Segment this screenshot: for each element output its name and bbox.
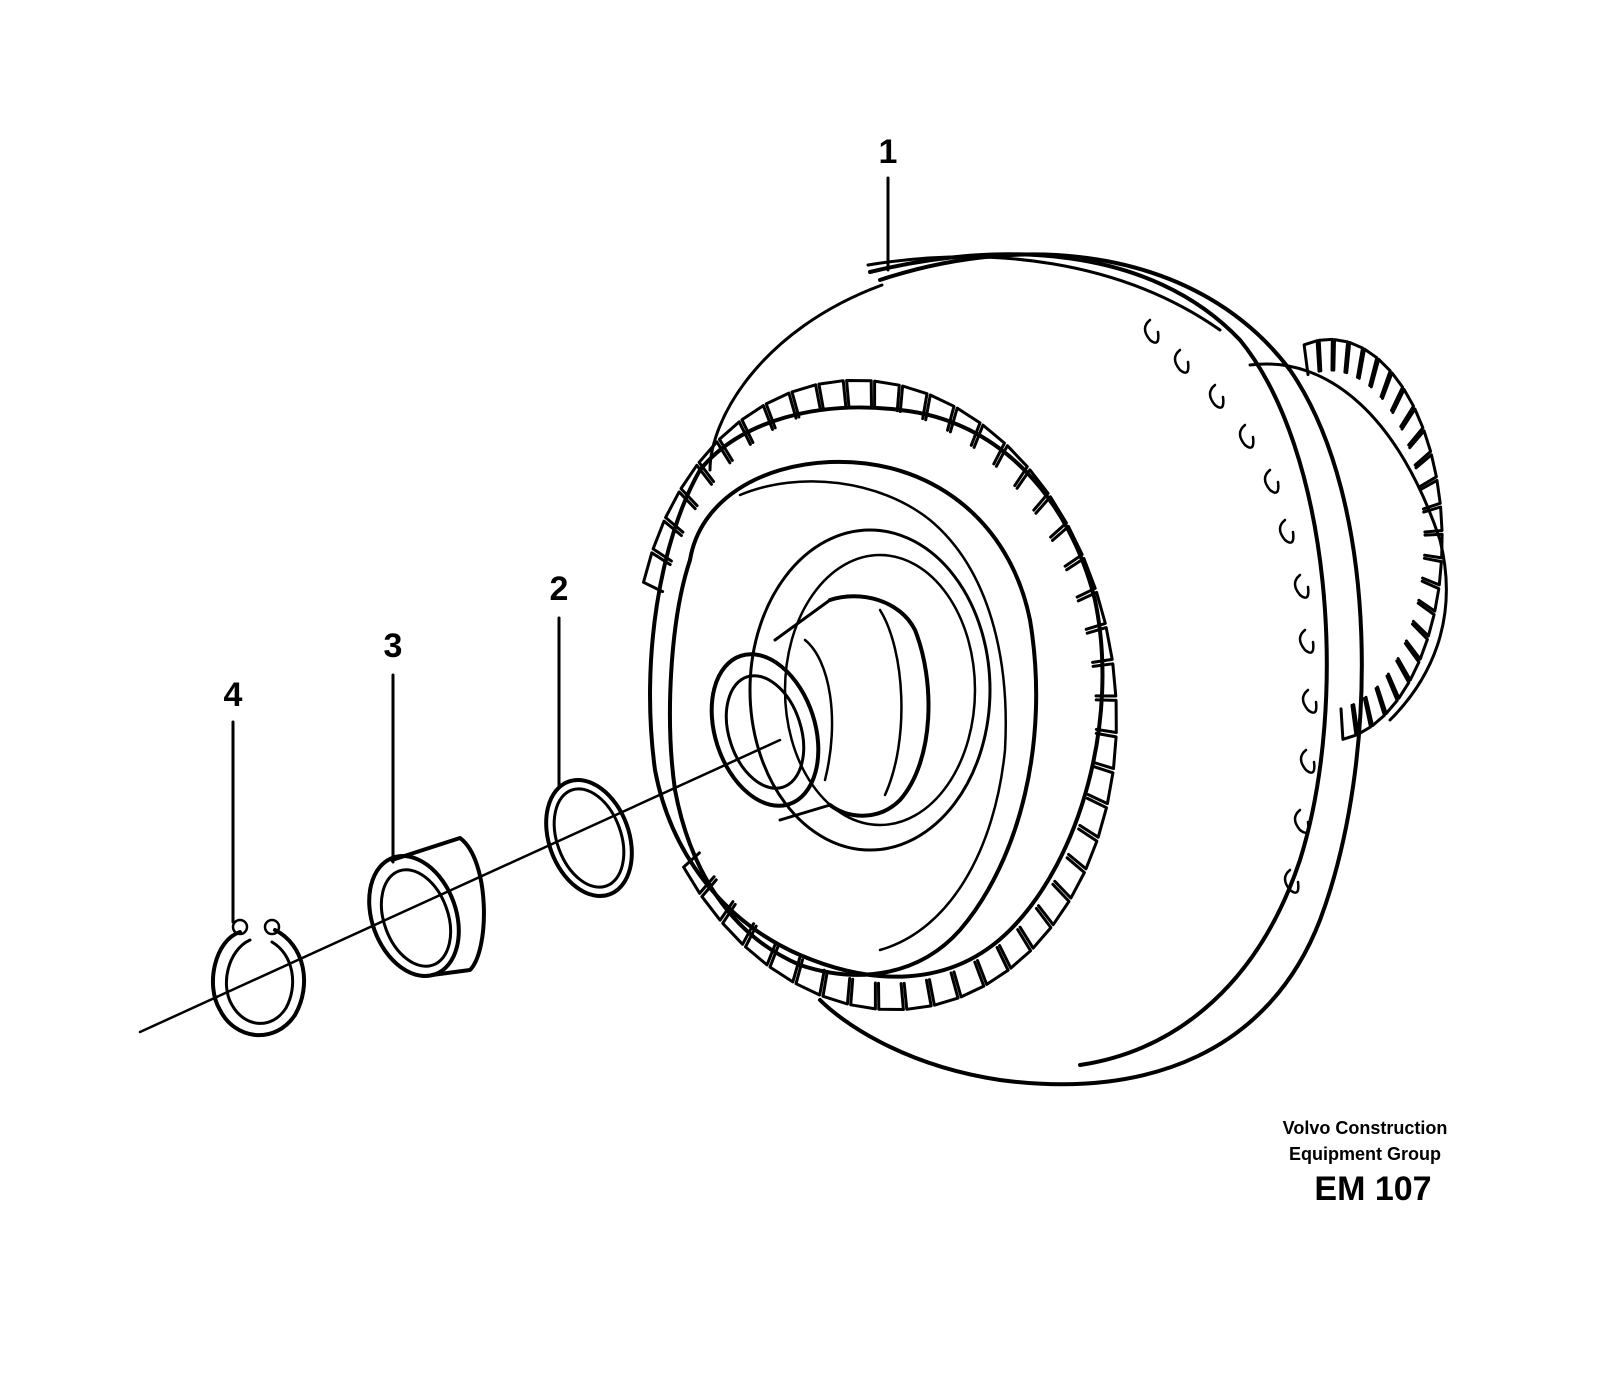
- rear-gear-tooth: [1332, 338, 1350, 374]
- rear-gear-tooth: [1400, 407, 1425, 447]
- front-gear-tooth: [877, 981, 905, 1011]
- front-gear-tooth: [794, 958, 826, 997]
- front-gear-tooth: [998, 928, 1033, 970]
- rear-gear-tooth: [1411, 601, 1436, 638]
- rear-gear-tooth: [1364, 687, 1386, 728]
- rear-gear-tooth: [1419, 478, 1442, 511]
- front-gear-tooth: [845, 379, 873, 409]
- rear-gear-tooth: [1317, 337, 1334, 373]
- front-gear-tooth: [1053, 856, 1086, 900]
- front-gear-tooth: [873, 379, 901, 413]
- front-gear-tooth: [1037, 882, 1071, 927]
- figure-code: EM 107: [1314, 1170, 1431, 1208]
- front-gear-tooth: [740, 404, 774, 444]
- rear-gear-tooth: [1386, 659, 1411, 700]
- rear-gear-tooth: [1302, 339, 1321, 377]
- front-gear-tooth: [948, 406, 982, 447]
- front-gear-tooth: [994, 444, 1029, 488]
- front-gear-tooth: [1091, 662, 1118, 698]
- front-gear-tooth: [821, 969, 852, 1006]
- front-gear-tooth: [924, 393, 956, 432]
- face-plate: [668, 459, 1039, 977]
- front-gear-tooth: [1086, 764, 1115, 806]
- front-gear-tooth: [1034, 495, 1068, 539]
- front-gear-tooth: [1085, 626, 1114, 664]
- hub-shaft: [709, 594, 931, 822]
- rear-gear-tooth: [1391, 388, 1415, 429]
- outer-drum: [708, 252, 1364, 1087]
- front-gear-tooth: [1094, 698, 1118, 734]
- front-gear-tooth: [1067, 827, 1099, 871]
- part-1-hub-assembly: [642, 252, 1448, 1087]
- front-gear-tooth: [976, 946, 1010, 986]
- part-4-snap-ring: [211, 918, 307, 1038]
- front-gear-tooth: [697, 440, 732, 484]
- front-gear-tooth: [664, 490, 697, 534]
- front-gear-tooth: [679, 463, 713, 508]
- callout-4: 4: [224, 676, 243, 714]
- rear-gear-tooth: [1417, 579, 1441, 613]
- callout-1: 1: [879, 133, 898, 171]
- front-gear-tooth: [764, 391, 798, 430]
- rear-gear-teeth: [1302, 337, 1444, 741]
- rear-gear-tooth: [1369, 357, 1392, 399]
- front-gear-tooth: [817, 379, 848, 412]
- part-2-o-ring: [544, 777, 634, 899]
- leader-lines: [231, 176, 890, 924]
- front-gear-tooth: [1065, 557, 1097, 599]
- front-gear-tooth: [928, 971, 960, 1007]
- rear-gear-tooth: [1381, 371, 1405, 412]
- rear-gear-tooth: [1408, 429, 1433, 467]
- rear-gear-tooth: [1376, 674, 1399, 715]
- front-gear-tooth: [790, 383, 822, 419]
- callout-3: 3: [384, 627, 403, 665]
- front-gear-tooth: [1092, 731, 1118, 771]
- rear-gear-tooth: [1404, 622, 1429, 661]
- front-gear-tooth: [952, 960, 986, 999]
- front-gear-tooth: [717, 420, 752, 462]
- front-gear-tooth: [898, 384, 929, 421]
- rear-gear-tooth: [1421, 556, 1443, 587]
- front-gear-tooth: [1018, 906, 1053, 950]
- rear-gear-tooth: [1396, 642, 1421, 682]
- front-gear-tooth: [1015, 468, 1050, 512]
- front-gear-tooth: [849, 977, 877, 1011]
- front-gear-tooth: [902, 978, 933, 1011]
- front-gear-tooth: [642, 551, 672, 594]
- rear-gear-tooth: [1414, 453, 1438, 488]
- credit-line-1: Volvo Construction: [1283, 1118, 1448, 1138]
- front-gear-tooth: [768, 943, 802, 984]
- front-gear-tooth: [651, 519, 683, 563]
- rear-gear-tooth: [1339, 703, 1358, 741]
- part-3-bushing: [367, 836, 486, 979]
- front-gear-tooth: [972, 423, 1006, 466]
- drum-rim-slots: [1143, 318, 1318, 894]
- rear-gear-tooth: [1422, 505, 1444, 534]
- credit-block: Volvo Construction Equipment Group EM 10…: [1283, 1118, 1448, 1208]
- assembly-axis-line: [138, 738, 782, 1034]
- rear-gear-tooth: [1352, 697, 1372, 736]
- rear-gear-tooth: [1345, 341, 1364, 379]
- front-gear-tooth: [1051, 525, 1084, 568]
- front-gear-tooth: [1076, 590, 1107, 631]
- front-gear-tooth: [1078, 796, 1108, 839]
- rear-gear-tooth: [1423, 532, 1444, 560]
- callout-labels: 1 2 3 4: [224, 133, 898, 714]
- rear-gear-tooth: [1357, 347, 1379, 387]
- credit-line-2: Equipment Group: [1289, 1144, 1441, 1164]
- front-gear-tooth: [682, 851, 716, 895]
- callout-2: 2: [550, 570, 569, 608]
- front-toothed-ring: [642, 379, 1118, 1011]
- rear-gear: [1248, 337, 1448, 741]
